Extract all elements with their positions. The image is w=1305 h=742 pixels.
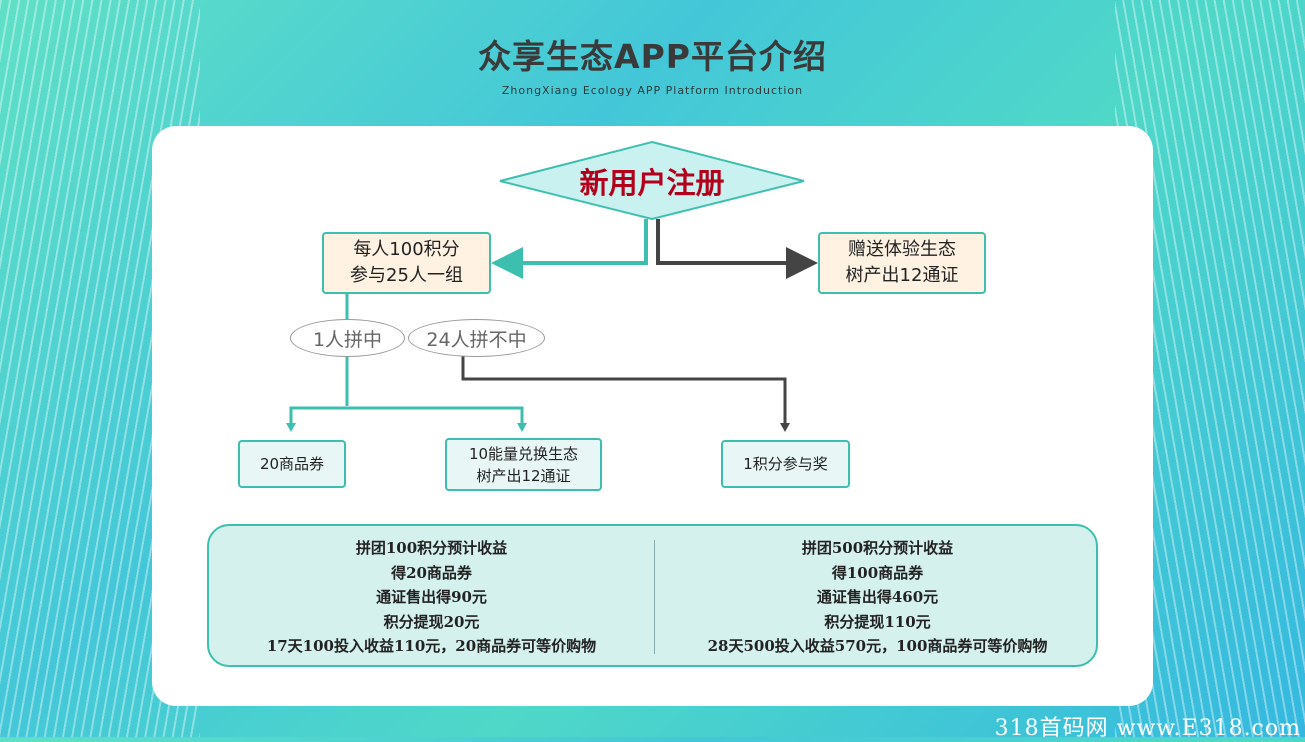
summary-right-line-4: 积分提现110元 <box>824 612 931 631</box>
summary-right-column: 拼团500积分预计收益 得100商品券 通证售出得460元 积分提现110元 2… <box>655 536 1100 659</box>
group-join-line-1: 每人100积分 <box>353 239 460 260</box>
connector-win-split <box>289 406 524 425</box>
exchange-line-1: 10能量兑换生态 <box>468 444 579 463</box>
group-join-box: 每人100积分 参与25人一组 <box>322 232 491 294</box>
group-join-line-2: 参与25人一组 <box>350 265 463 286</box>
summary-right-line-2: 得100商品券 <box>831 563 924 582</box>
page-subtitle: ZhongXiang Ecology APP Platform Introduc… <box>501 84 804 97</box>
gift-tree-line-2: 树产出12通证 <box>845 265 959 286</box>
summary-left-line-5: 17天100投入收益110元，20商品券可等价购物 <box>266 637 597 655</box>
lose-pill: 24人拼不中 <box>408 319 545 357</box>
connector-start-to-right <box>656 219 818 279</box>
summary-left-column: 拼团100积分预计收益 得20商品券 通证售出得90元 积分提现20元 17天1… <box>209 536 654 659</box>
summary-left-title: 拼团100积分预计收益 <box>355 539 508 557</box>
summary-left-line-2: 得20商品券 <box>391 563 472 582</box>
site-watermark: 318首码网 www.E318.com <box>994 716 1301 741</box>
exchange-line-2: 树产出12通证 <box>476 466 571 485</box>
connector-start-to-left <box>491 219 648 279</box>
exchange-outcome-box: 10能量兑换生态 树产出12通证 <box>445 438 602 491</box>
start-diamond <box>499 140 805 221</box>
page-title: 众享生态APP平台介绍 <box>478 37 827 76</box>
prize-outcome-box: 1积分参与奖 <box>721 440 850 488</box>
summary-right-line-5: 28天500投入收益570元，100商品券可等价购物 <box>707 637 1048 655</box>
summary-right-title: 拼团500积分预计收益 <box>801 539 954 557</box>
start-node-label: 新用户注册 <box>579 166 725 200</box>
arrowhead-prize <box>780 423 790 432</box>
summary-left-line-4: 积分提现20元 <box>383 612 480 631</box>
arrowhead-coupon <box>286 423 296 432</box>
win-pill: 1人拼中 <box>290 319 405 357</box>
summary-left-line-3: 通证售出得90元 <box>376 588 487 606</box>
arrowhead-exchange <box>517 423 527 432</box>
gift-tree-box: 赠送体验生态 树产出12通证 <box>818 232 986 294</box>
summary-divider <box>654 540 655 654</box>
earnings-summary-panel: 拼团100积分预计收益 得20商品券 通证售出得90元 积分提现20元 17天1… <box>207 524 1098 667</box>
gift-tree-line-1: 赠送体验生态 <box>848 239 956 260</box>
coupon-outcome-box: 20商品券 <box>238 440 346 488</box>
connector-lose-to-prize <box>461 356 787 425</box>
summary-right-line-3: 通证售出得460元 <box>816 588 939 606</box>
